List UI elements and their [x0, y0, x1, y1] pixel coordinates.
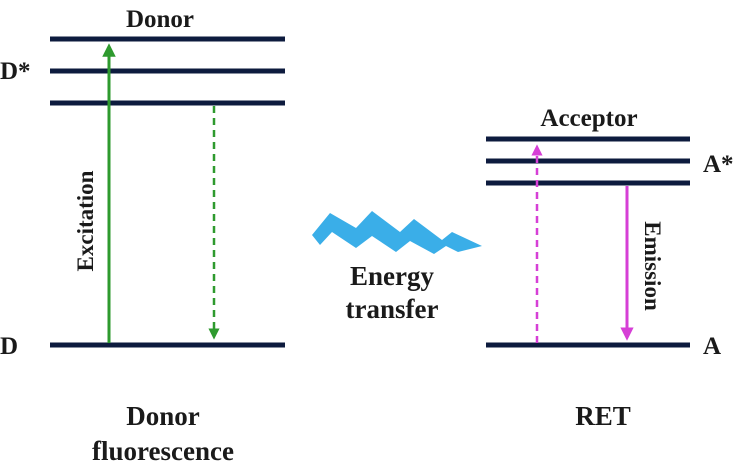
- emission-label: Emission: [640, 221, 665, 311]
- energy-transfer-line1: Energy: [350, 261, 434, 291]
- acceptor-ground-label: A: [703, 333, 721, 360]
- donor-excited-label: D*: [0, 58, 31, 85]
- donor-ground-label: D: [0, 333, 18, 360]
- acceptor-levels: [486, 136, 690, 348]
- donor-title: Donor: [126, 6, 194, 33]
- energy-transfer-bolt-icon: [312, 211, 482, 254]
- donor-levels: [50, 36, 285, 348]
- acceptor-caption: RET: [575, 401, 631, 431]
- excitation-label: Excitation: [73, 170, 98, 271]
- energy-transfer-line2: transfer: [346, 294, 439, 324]
- donor-caption-line1: Donor: [126, 401, 200, 431]
- acceptor-title: Acceptor: [540, 105, 637, 132]
- donor-caption-line2: fluorescence: [92, 436, 234, 466]
- acceptor-excited-label: A*: [703, 151, 734, 178]
